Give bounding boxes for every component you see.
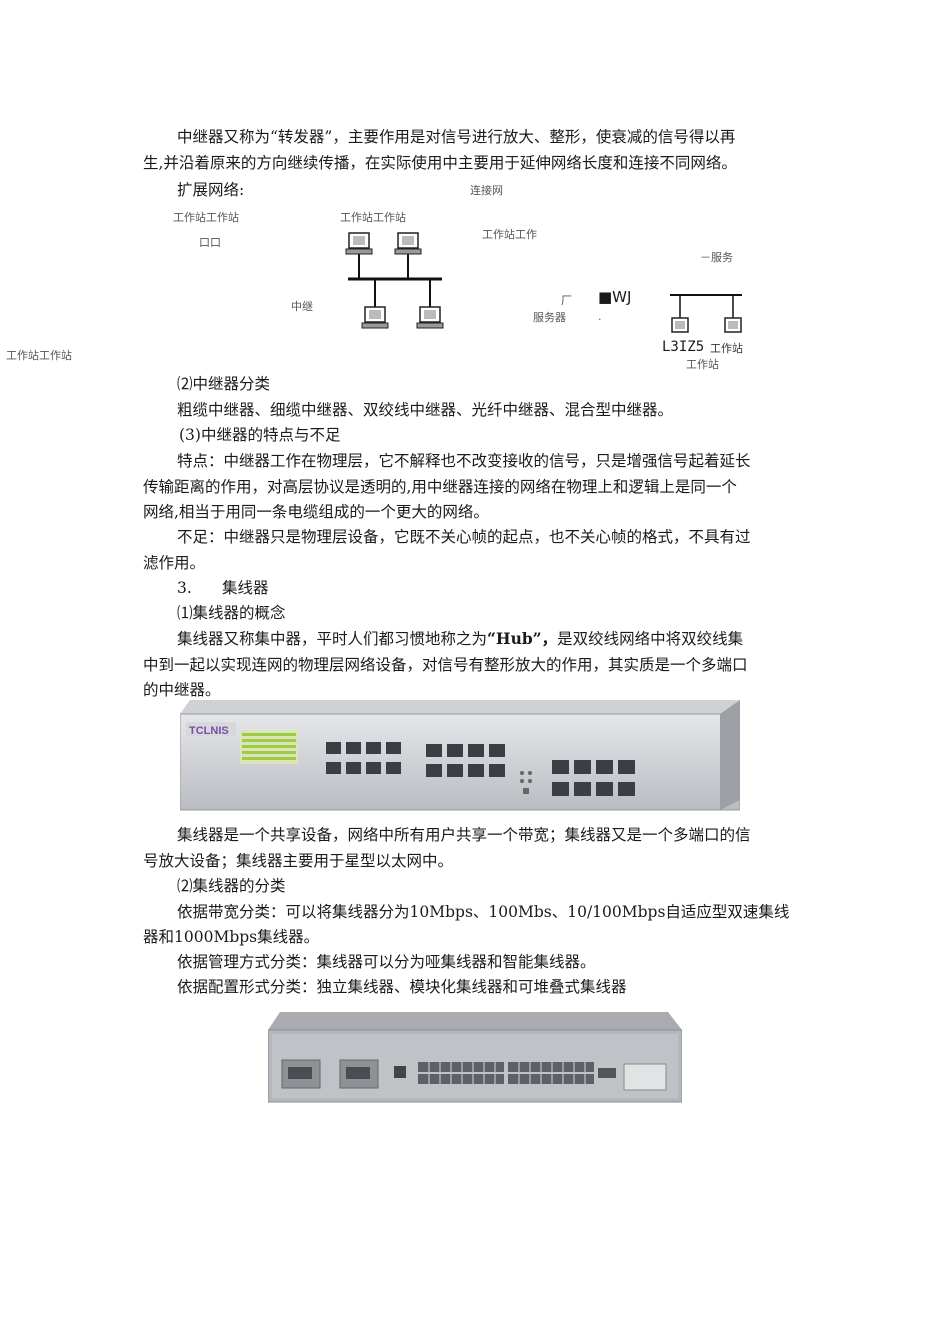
heading-hub-number: 3. xyxy=(177,579,192,597)
para-lack-line2: 滤作用。 xyxy=(143,554,206,572)
computer-icon xyxy=(361,306,389,329)
para-management: 依据管理方式分类：集线器可以分为哑集线器和智能集线器。 xyxy=(177,953,596,971)
para-share-line1: 集线器是一个共享设备，网络中所有用户共享一个带宽；集线器又是一个多端口的信 xyxy=(177,826,751,844)
heading-hub-title: 集线器 xyxy=(222,579,269,597)
hub-photo-rack xyxy=(267,1012,683,1104)
diagram-label-l3: L3IZ5 xyxy=(662,339,705,355)
hub-photo-tcl: TCLNIS xyxy=(179,700,741,822)
diagram-label-ws3: 工作站工作 xyxy=(482,228,537,241)
diagram-label-relay: 中继 xyxy=(291,300,313,313)
port-group xyxy=(552,760,635,796)
led-panel xyxy=(240,730,298,764)
heading-hub-types: ⑵集线器的分类 xyxy=(177,877,286,895)
diagram-label-dot: . xyxy=(598,310,602,323)
indicator-leds xyxy=(520,771,532,794)
para-hub-line3: 的中继器。 xyxy=(143,681,221,699)
diagram-label-ws-left: 工作站工作站 xyxy=(6,349,72,362)
diagram-label-wj: ■WJ xyxy=(598,288,632,306)
heading-hub-concept: ⑴集线器的概念 xyxy=(177,604,286,622)
serial-port xyxy=(598,1068,616,1078)
expand-network-label: 扩展网络: xyxy=(177,181,245,199)
para-features-line2: 传输距离的作用，对高层协议是透明的,用中继器连接的网络在物理上和逻辑上是同一个 xyxy=(143,478,737,496)
para-features-line3: 网络,相当于用同一条电缆组成的一个更大的网络。 xyxy=(143,503,489,521)
heading-repeater-types: ⑵中继器分类 xyxy=(177,375,271,393)
diagram-label-box: 口口 xyxy=(199,236,221,249)
para-bandwidth-line2: 器和1000Mbps集线器。 xyxy=(143,928,320,946)
computer-icon xyxy=(671,317,689,333)
para-share-line2: 号放大设备；集线器主要用于星型以太网中。 xyxy=(143,852,454,870)
hub-line1-a: 集线器又称集中器，平时人们都习惯地称之为 xyxy=(177,630,488,648)
diagram-label-ws1: 工作站工作站 xyxy=(173,211,239,224)
para-config: 依据配置形式分类：独立集线器、模块化集线器和可堆叠式集线器 xyxy=(177,978,627,996)
port-group xyxy=(426,744,505,777)
para-repeater-def-line2: 生,并沿着原来的方向继续传播，在实际使用中主要用于延伸网络长度和连接不同网络。 xyxy=(143,154,737,172)
diagram-label-connect: 连接网 xyxy=(470,184,503,197)
computer-icon xyxy=(416,306,444,329)
status-panel xyxy=(623,1063,667,1091)
diagram-label-server-top: －服务 xyxy=(700,251,733,264)
diagram-label-ws2: 工作站工作站 xyxy=(340,211,406,224)
heading-repeater-features: (3)中继器的特点与不足 xyxy=(179,426,341,444)
para-hub-line2: 中到一起以实现连网的物理层网络设备，对信号有整形放大的作用，其实质是一个多端口 xyxy=(143,656,748,674)
computer-icon xyxy=(345,232,373,255)
diagram-label-ws-bottom: 工作站 xyxy=(686,358,719,371)
para-features-line1: 特点：中继器工作在物理层，它不解释也不改变接收的信号，只是增强信号起着延长 xyxy=(177,452,751,470)
computer-icon xyxy=(394,232,422,255)
port-group xyxy=(418,1062,594,1084)
para-repeater-def-line1: 中继器又称为“转发器”，主要作用是对信号进行放大、整形，使衰减的信号得以再 xyxy=(177,128,736,146)
port-group xyxy=(326,742,401,774)
para-bandwidth-line1: 依据带宽分类：可以将集线器分为10Mbps、100Mbs、10/100Mbps自… xyxy=(177,903,790,921)
diagram-label-factory: 厂 xyxy=(561,294,572,307)
diagram-label-ws-right: 工作站 xyxy=(710,342,743,355)
computer-icon xyxy=(724,317,742,333)
brand-logo: TCLNIS xyxy=(189,725,229,737)
console-port xyxy=(394,1066,406,1078)
para-repeater-types: 粗缆中继器、细缆中继器、双绞线中继器、光纤中继器、混合型中继器。 xyxy=(177,401,674,419)
network-diagram xyxy=(345,232,742,333)
para-lack-line1: 不足：中继器只是物理层设备，它既不关心帧的起点，也不关心帧的格式，不具有过 xyxy=(177,528,751,546)
diagram-label-server: 服务器 xyxy=(533,311,566,324)
para-hub-line1: 集线器又称集中器，平时人们都习惯地称之为“Hub”，是双绞线网络中将双绞线集 xyxy=(177,629,743,649)
hub-line1-b: “Hub”， xyxy=(487,629,558,648)
hub-line1-c: 是双绞线网络中将双绞线集 xyxy=(557,630,744,648)
